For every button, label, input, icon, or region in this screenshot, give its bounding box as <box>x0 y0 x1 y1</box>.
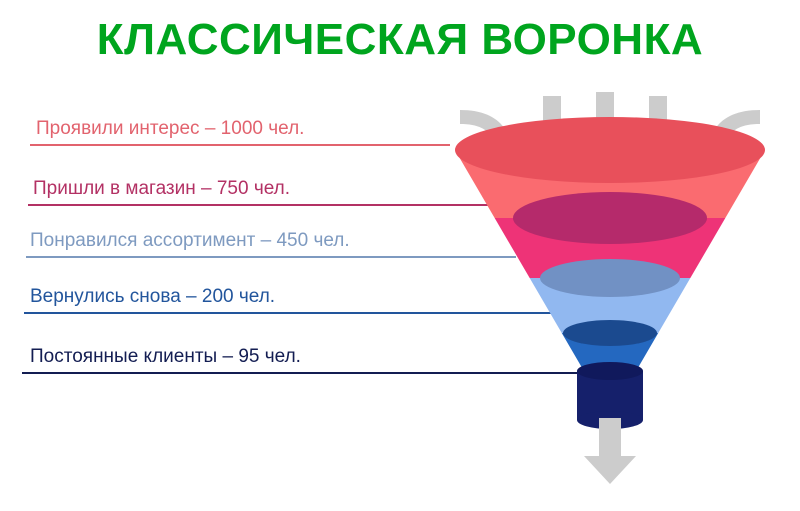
funnel-band-top-1 <box>455 117 765 183</box>
funnel-outflow-arrow <box>584 418 636 484</box>
funnel-stage-leader-line <box>30 144 450 146</box>
funnel-stage-leader-line <box>22 372 614 374</box>
funnel-stage-label-text: Пришли в магазин – 750 чел. <box>33 178 291 199</box>
funnel-stage-leader-line <box>26 256 516 258</box>
funnel-stage-leader-line <box>24 312 559 314</box>
funnel-stage-label-text: Понравился ассортимент – 450 чел. <box>30 230 350 251</box>
funnel-band-top-4 <box>563 320 657 346</box>
funnel-cone-body <box>455 150 765 378</box>
page-title: КЛАССИЧЕСКАЯ ВОРОНКА <box>96 15 704 64</box>
funnel-neck-top-ellipse <box>577 362 643 380</box>
funnel-band-top-2 <box>513 192 707 244</box>
funnel-graphic <box>440 88 780 488</box>
funnel-band-top-3 <box>540 259 680 297</box>
funnel-stage-leader-line <box>28 204 488 206</box>
funnel-stage-label-text: Проявили интерес – 1000 чел. <box>36 118 305 139</box>
outflow-arrow-down-icon <box>584 418 636 484</box>
funnel-stage-label-text: Вернулись снова – 200 чел. <box>30 286 276 307</box>
funnel-stage-label-text: Постоянные клиенты – 95 чел. <box>30 346 301 367</box>
